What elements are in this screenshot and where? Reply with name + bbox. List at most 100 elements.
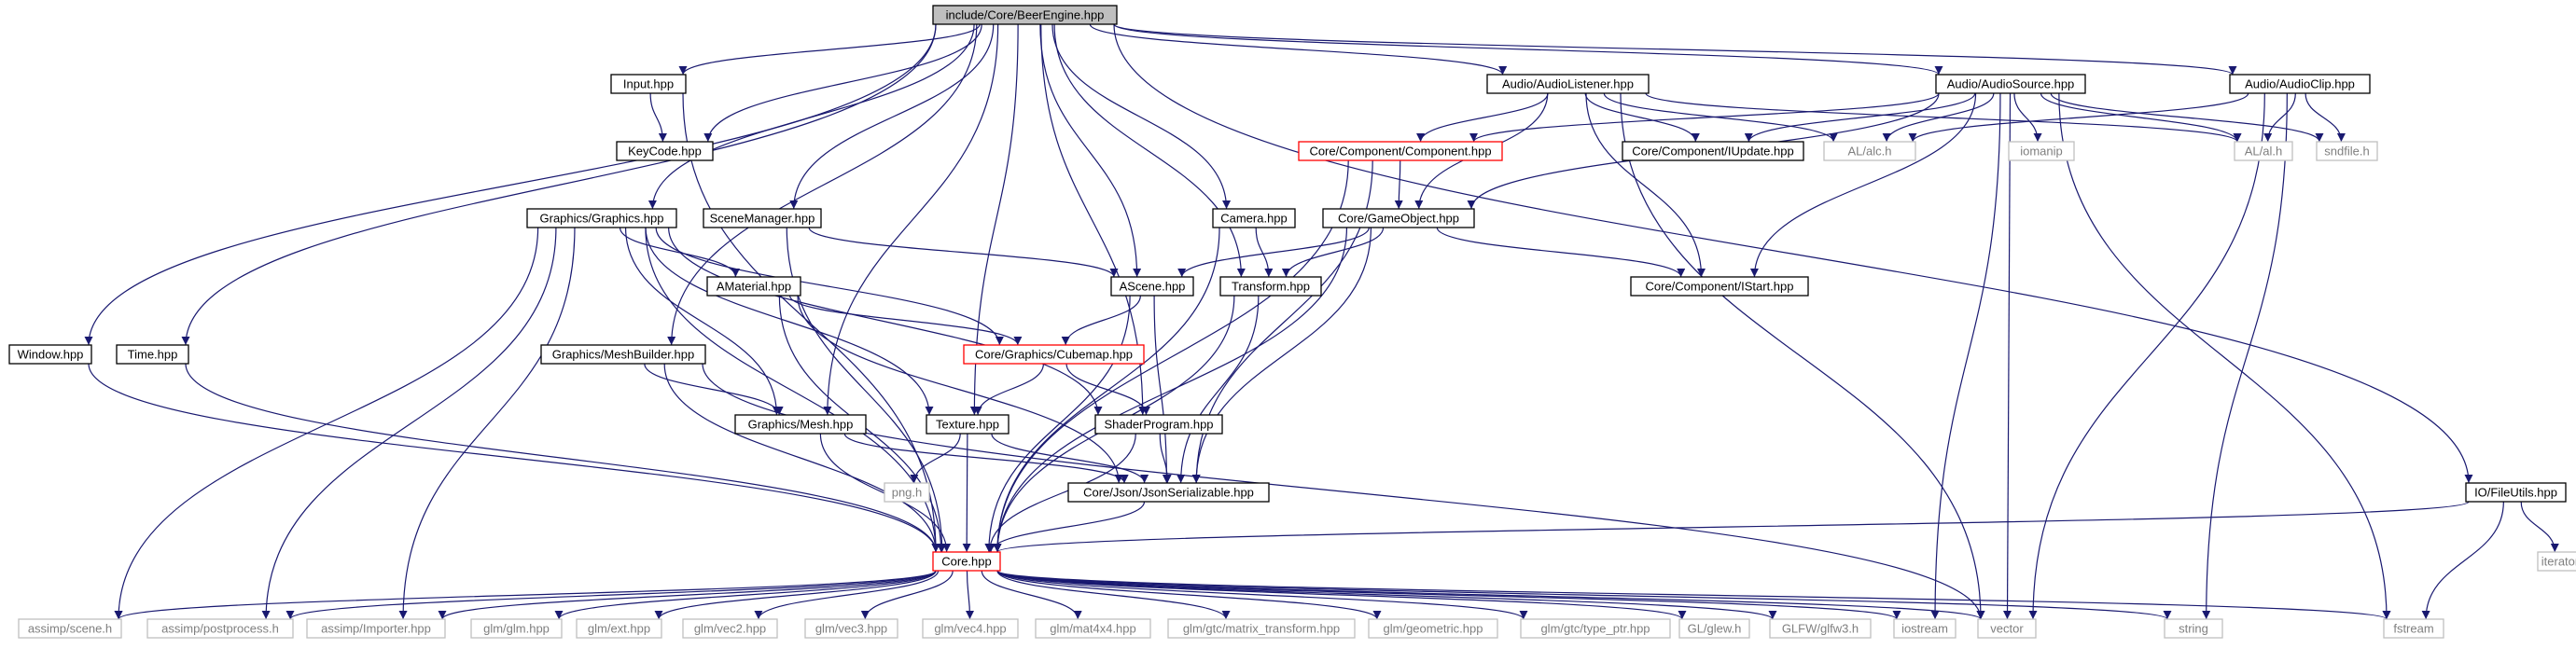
node-label-root: include/Core/BeerEngine.hpp <box>946 8 1105 22</box>
node-label-core: Core.hpp <box>941 555 991 569</box>
edge-root-to-meshbuilder <box>667 23 978 346</box>
node-geometric: glm/geometric.hpp <box>1368 618 1498 639</box>
edge-graphics-to-scene <box>114 227 539 620</box>
node-label-matrix_transform: glm/gtc/matrix_transform.hpp <box>1183 622 1340 636</box>
node-label-transform: Transform.hpp <box>1232 280 1310 294</box>
node-box-graphics <box>526 208 677 228</box>
node-box-iostream <box>1893 618 1956 639</box>
node-amaterial[interactable]: AMaterial.hpp <box>706 276 801 297</box>
node-label-mat4x4: glm/mat4x4.hpp <box>1050 622 1136 636</box>
node-iupdate[interactable]: Core/Component/IUpdate.hpp <box>1622 141 1804 161</box>
node-label-postprocess: assimp/postprocess.h <box>161 622 279 636</box>
edge-core-to-scene <box>114 570 937 620</box>
edge-input-to-core <box>682 92 940 553</box>
node-label-iterator: iterator <box>2541 555 2576 569</box>
edge-graphics-to-cubemap <box>655 227 1004 346</box>
node-meshbuilder[interactable]: Graphics/MeshBuilder.hpp <box>540 344 706 365</box>
edge-root-to-keycode <box>703 23 982 143</box>
node-box-fstream <box>2383 618 2444 639</box>
edge-root-to-mesh <box>823 23 999 416</box>
node-window[interactable]: Window.hpp <box>8 344 92 365</box>
node-graphics[interactable]: Graphics/Graphics.hpp <box>526 208 677 228</box>
node-box-al <box>2234 141 2293 161</box>
edge-root-to-transform <box>1053 23 1246 278</box>
node-label-sndfile: sndfile.h <box>2324 145 2369 159</box>
edge-root-to-camera <box>1051 23 1232 210</box>
edge-meshbuilder-to-vector <box>702 363 1985 620</box>
node-input[interactable]: Input.hpp <box>610 74 687 94</box>
node-fileutils[interactable]: IO/FileUtils.hpp <box>2465 482 2567 503</box>
node-transform[interactable]: Transform.hpp <box>1219 276 1322 297</box>
node-label-texture: Texture.hpp <box>936 418 999 432</box>
node-vec3: glm/vec3.hpp <box>804 618 898 639</box>
edge-shaderprogram-to-json <box>1159 433 1172 484</box>
node-istart[interactable]: Core/Component/IStart.hpp <box>1630 276 1809 297</box>
node-keycode[interactable]: KeyCode.hpp <box>616 141 714 161</box>
edge-audiosource-to-sndfile <box>2050 92 2324 143</box>
node-box-matrix_transform <box>1167 618 1356 639</box>
node-box-scene <box>18 618 122 639</box>
edge-scenemanager-to-core <box>786 227 947 553</box>
node-label-glew: GL/glew.h <box>1688 622 1742 636</box>
node-box-core <box>932 551 1001 572</box>
edge-meshbuilder-to-core <box>663 363 940 553</box>
node-png: png.h <box>884 482 930 503</box>
node-postprocess: assimp/postprocess.h <box>146 618 294 639</box>
node-label-audiolistener: Audio/AudioListener.hpp <box>1502 77 1634 91</box>
node-audiolistener[interactable]: Audio/AudioListener.hpp <box>1486 74 1650 94</box>
node-iterator: iterator <box>2537 551 2576 572</box>
edge-root-to-fileutils <box>1113 23 2473 484</box>
node-box-png <box>884 482 930 503</box>
node-box-shaderprogram <box>1094 414 1223 435</box>
edge-root-to-audiosource <box>1113 23 1943 76</box>
node-box-gameobject <box>1322 208 1475 228</box>
edge-json-to-core <box>986 501 1146 553</box>
node-label-fileutils: IO/FileUtils.hpp <box>2474 486 2557 500</box>
node-texture[interactable]: Texture.hpp <box>926 414 1010 435</box>
node-label-istart: Core/Component/IStart.hpp <box>1646 280 1794 294</box>
node-box-vec2 <box>682 618 778 639</box>
node-label-al: AL/al.h <box>2245 145 2282 159</box>
edge-audioclip-to-al <box>2263 92 2296 143</box>
node-audiosource[interactable]: Audio/AudioSource.hpp <box>1935 74 2086 94</box>
node-ext: glm/ext.hpp <box>576 618 662 639</box>
edge-fileutils-to-iterator <box>2520 501 2559 553</box>
node-label-graphics: Graphics/Graphics.hpp <box>540 212 664 226</box>
edge-audiosource-to-vector <box>2002 92 2012 620</box>
edge-core-to-vector <box>996 570 1985 620</box>
edge-audiosource-to-iostream <box>1930 92 2001 620</box>
node-core[interactable]: Core.hpp <box>932 551 1001 572</box>
edge-ascene-to-core <box>984 295 1131 553</box>
node-root[interactable]: include/Core/BeerEngine.hpp <box>932 5 1118 25</box>
edge-audiosource-to-iomanip <box>2013 92 2042 143</box>
edge-graphics-to-importer <box>398 227 576 620</box>
edge-audiosource-to-alc <box>1882 92 1995 143</box>
node-shaderprogram[interactable]: ShaderProgram.hpp <box>1094 414 1223 435</box>
node-alc: AL/alc.h <box>1823 141 1916 161</box>
node-box-ext <box>576 618 662 639</box>
edge-root-to-graphics <box>647 23 975 210</box>
node-scenemanager[interactable]: SceneManager.hpp <box>703 208 822 228</box>
node-box-amaterial <box>706 276 801 297</box>
node-json[interactable]: Core/Json/JsonSerializable.hpp <box>1067 482 1270 503</box>
edge-amaterial-to-json <box>797 295 1123 484</box>
edge-gameobject-to-transform <box>1281 227 1385 278</box>
node-label-png: png.h <box>892 486 923 500</box>
node-component[interactable]: Core/Component/Component.hpp <box>1298 141 1503 161</box>
node-gameobject[interactable]: Core/GameObject.hpp <box>1322 208 1475 228</box>
node-mesh[interactable]: Graphics/Mesh.hpp <box>734 414 867 435</box>
node-time[interactable]: Time.hpp <box>116 344 189 365</box>
node-box-fileutils <box>2465 482 2567 503</box>
edge-mesh-to-core <box>819 433 952 553</box>
node-camera[interactable]: Camera.hpp <box>1212 208 1296 228</box>
node-audioclip[interactable]: Audio/AudioClip.hpp <box>2229 74 2371 94</box>
node-label-scenemanager: SceneManager.hpp <box>710 212 815 226</box>
node-ascene[interactable]: AScene.hpp <box>1110 276 1194 297</box>
node-box-audioclip <box>2229 74 2371 94</box>
node-cubemap[interactable]: Core/Graphics/Cubemap.hpp <box>963 344 1145 365</box>
edge-graphics-to-mesh <box>624 227 781 416</box>
edge-graphics-to-amaterial <box>619 227 740 278</box>
node-label-json: Core/Json/JsonSerializable.hpp <box>1083 486 1254 500</box>
edge-shaderprogram-to-core <box>985 433 1136 553</box>
node-label-glfw3: GLFW/glfw3.h <box>1782 622 1859 636</box>
